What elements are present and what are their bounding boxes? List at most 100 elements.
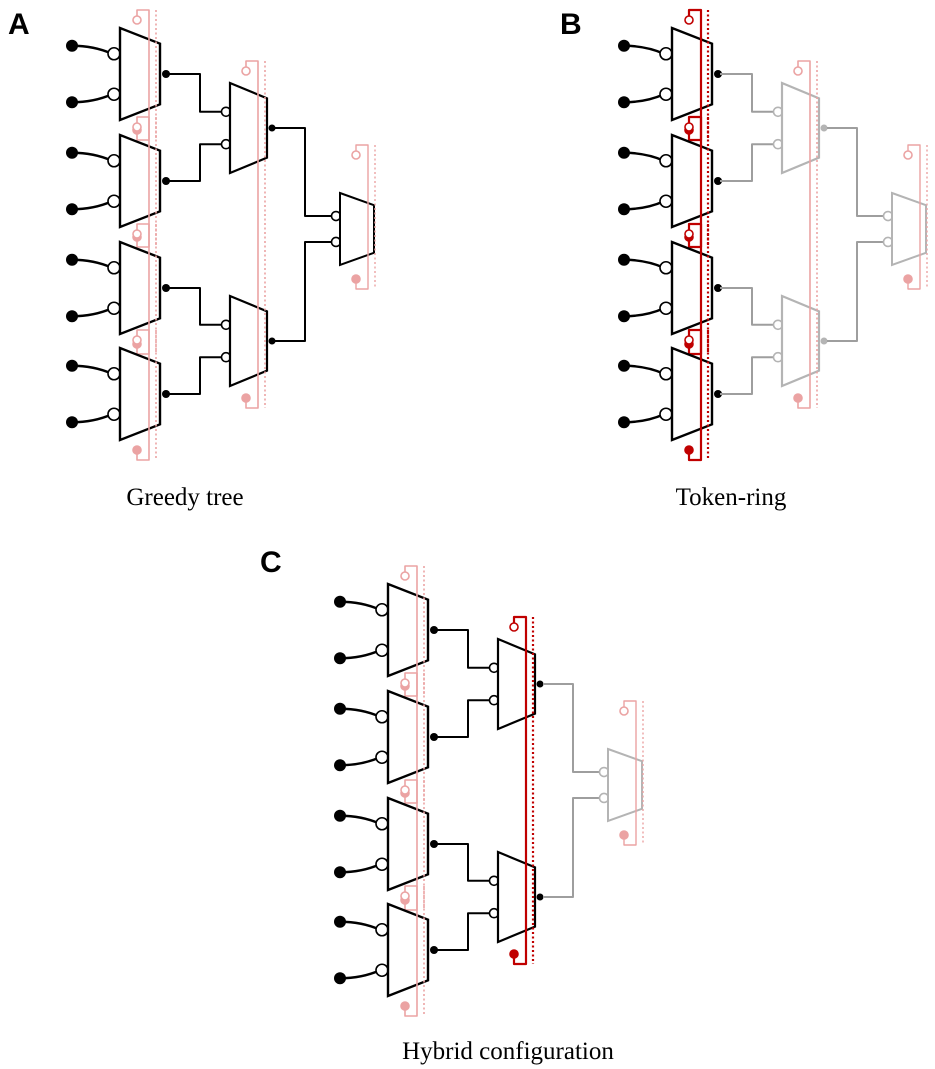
level1-multiplexer [118,240,162,336]
leaf-token-bracket-open-node [132,15,142,25]
level1-multiplexer [670,240,714,336]
output-port [714,70,722,78]
leaf-token-bracket-rail [136,116,150,248]
input-terminal [618,39,630,52]
leaf-token-bracket-rail [687,115,703,249]
input-terminal [618,416,630,429]
input-port [107,260,121,275]
input-wire [339,756,381,767]
input-port [375,643,389,658]
level1-multiplexer [118,133,162,229]
output-port [714,390,722,398]
input-port [375,922,389,937]
link-wire [168,356,225,395]
input-terminal [66,203,78,216]
leaf-token-bracket-rail [136,223,150,355]
level2-multiplexer [780,81,821,175]
leaf-token-bracket-rail [404,779,418,911]
input-wire [623,44,665,55]
output-port [536,680,544,688]
leaf-token-bracket-filled-node [400,1001,410,1011]
input-port [659,46,673,61]
root-multiplexer [339,191,375,267]
root-token-bracket-filled-node [619,830,629,840]
input-port [659,301,673,316]
link-wire [720,143,777,182]
input-terminal [66,310,78,323]
root-token-bracket-open-node [903,150,913,160]
input-port [375,857,389,872]
input-wire [339,600,381,611]
input-port [107,46,121,61]
link-wire [436,912,493,951]
input-terminal [618,253,630,266]
level2-token-bracket-rail [245,60,259,409]
input-terminal [618,310,630,323]
input-wire [339,649,381,660]
input-terminal [66,416,78,429]
input-terminal [618,359,630,372]
link-wire [436,699,493,738]
input-port [375,750,389,765]
panel-c: C Hybrid configuration [260,546,644,1065]
input-port [107,301,121,316]
level1-multiplexer [386,796,430,892]
input-terminal [66,146,78,159]
leaf-token-bracket-open-node [684,229,694,239]
output-port [268,124,276,132]
panel-a: A Greedy tree [8,8,376,511]
level2-token-bracket-rail [512,615,528,966]
link-wire [720,356,777,395]
caption-greedy-tree: Greedy tree [126,484,243,511]
level1-multiplexer [386,902,430,998]
leaf-token-bracket-rail [687,222,703,356]
output-port [430,840,438,848]
input-terminal [66,253,78,266]
link-wire [168,287,225,326]
leaf-token-bracket-open-node [684,15,694,25]
leaf-token-bracket-rail [136,329,150,461]
leaf-token-bracket-open-node [400,678,410,688]
leaf-token-bracket-rail [404,672,418,804]
leaf-token-bracket-open-node [400,785,410,795]
output-port [162,284,170,292]
link-wire [543,683,602,774]
root-token-bracket-rail [907,144,921,290]
level1-multiplexer [670,346,714,442]
leaf-token-bracket-rail [404,565,418,697]
level2-token-bracket-rail [797,60,811,409]
input-terminal [334,915,346,928]
output-port [430,626,438,634]
input-wire [623,364,665,375]
caption-hybrid-configuration: Hybrid configuration [402,1038,614,1065]
hybrid-configuration-diagram [334,565,644,1017]
input-port [659,407,673,422]
input-port [375,709,389,724]
leaf-token-bracket-open-node [684,122,694,132]
output-port [162,177,170,185]
token-ring-diagram [618,8,928,462]
level2-token-bracket-open-node [241,66,251,76]
input-wire [71,151,113,162]
input-wire [71,307,113,318]
leaf-token-bracket-open-node [132,335,142,345]
input-terminal [66,96,78,109]
leaf-token-bracket-rail [404,885,418,1017]
input-wire [71,258,113,269]
level2-token-bracket-filled-node [793,393,803,403]
output-port [536,893,544,901]
level2-token-bracket-filled-node [509,949,519,959]
output-port [714,177,722,185]
input-port [107,194,121,209]
panel-b: B Token-ring [560,8,928,511]
input-port [107,366,121,381]
input-wire [71,364,113,375]
input-wire [339,920,381,931]
link-wire [168,143,225,182]
input-wire [623,413,665,424]
leaf-token-bracket-open-node [684,335,694,345]
input-terminal [66,359,78,372]
level1-multiplexer [386,582,430,678]
level1-multiplexer [386,689,430,785]
